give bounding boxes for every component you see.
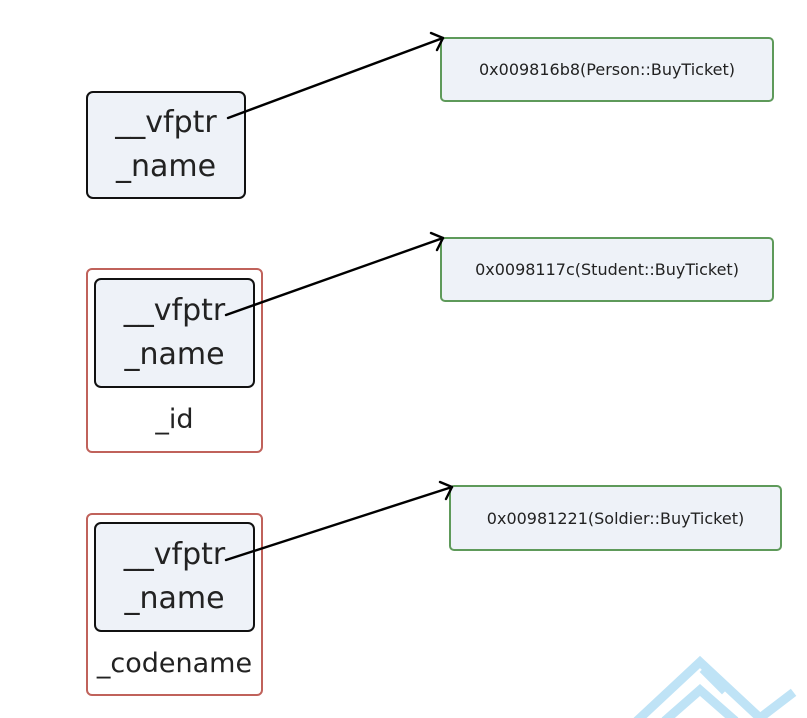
arrow-head	[438, 480, 454, 501]
vfptr-field: __vfptr	[123, 537, 226, 572]
soldier-vfunc-box: 0x00981221(Soldier::BuyTicket)	[449, 485, 782, 551]
name-field: _name	[124, 581, 225, 616]
watermark-logo	[633, 655, 797, 718]
pointer-arrows	[224, 31, 454, 562]
watermark-mark	[633, 655, 767, 718]
soldier-base-subobject: __vfptr _name	[94, 522, 255, 632]
student-base-subobject: __vfptr _name	[94, 278, 255, 388]
person-vfunc-box: 0x009816b8(Person::BuyTicket)	[440, 37, 774, 102]
vfptr-field: __vfptr	[123, 293, 226, 328]
person-object-box: __vfptr _name	[86, 91, 246, 199]
arrow-head	[429, 31, 445, 52]
watermark-mark	[699, 665, 729, 695]
soldier-vfunc-label: 0x00981221(Soldier::BuyTicket)	[486, 508, 745, 528]
person-vfunc-label: 0x009816b8(Person::BuyTicket)	[478, 60, 735, 79]
vfptr-field: __vfptr	[115, 105, 217, 140]
student-id-field: _id	[155, 404, 194, 435]
student-vfunc-box: 0x0098117c(Student::BuyTicket)	[440, 237, 774, 302]
watermark-mark	[661, 684, 739, 718]
vfptr-arrow	[224, 485, 454, 562]
arrow-head	[429, 231, 445, 252]
vfptr-arrow	[226, 36, 445, 120]
student-vfunc-label: 0x0098117c(Student::BuyTicket)	[475, 260, 739, 279]
name-field: _name	[124, 337, 225, 372]
vfptr-arrow	[224, 236, 445, 317]
name-field: _name	[115, 149, 217, 184]
watermark-mark	[753, 688, 797, 718]
soldier-codename-field: _codename	[96, 648, 253, 679]
